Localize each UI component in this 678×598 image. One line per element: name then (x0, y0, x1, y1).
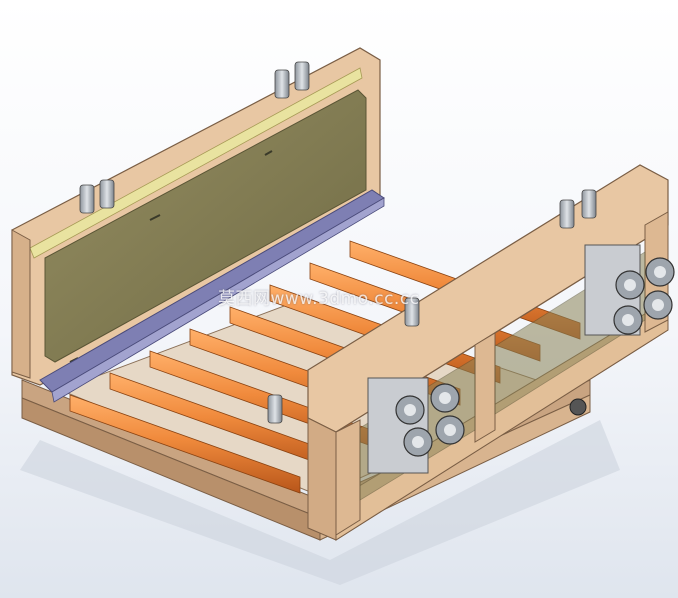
motor (559, 199, 575, 229)
wheel-block-front (367, 377, 465, 474)
guide-rail (39, 189, 385, 403)
floor-shadow (20, 420, 620, 585)
motor (274, 69, 290, 99)
watermark: 莫西网www.3dmo.cc.cc (218, 289, 420, 309)
caster-wheel (569, 398, 587, 416)
left-side-panel (11, 47, 381, 386)
motor (267, 394, 283, 424)
roller (69, 394, 301, 494)
motor (79, 184, 95, 214)
motor (581, 189, 597, 219)
motor (99, 179, 115, 209)
motor (404, 297, 420, 327)
wheel-block-rear (584, 244, 675, 336)
motor-group (79, 61, 597, 424)
motor (294, 61, 310, 91)
